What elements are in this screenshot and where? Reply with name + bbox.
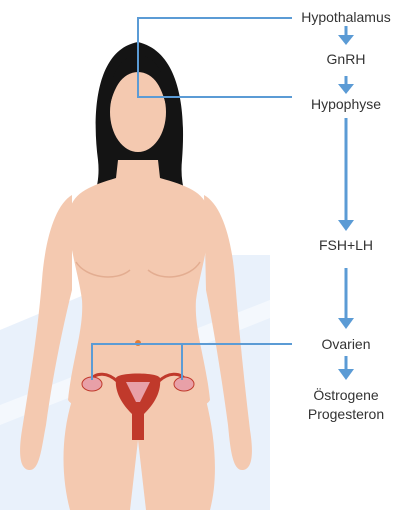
label-oestrogene: Östrogene [296, 387, 396, 404]
label-hypophyse: Hypophyse [296, 96, 396, 113]
label-ovarien: Ovarien [306, 336, 386, 353]
label-progesteron: Progesteron [294, 406, 398, 423]
down-arrow-icon [338, 26, 354, 45]
label-gnrh: GnRH [306, 51, 386, 68]
label-hypothalamus: Hypothalamus [292, 9, 400, 26]
down-arrow-icon [338, 76, 354, 94]
label-fsh-lh: FSH+LH [306, 237, 386, 254]
flow-arrows [338, 26, 354, 380]
ovary-right [174, 377, 194, 391]
down-arrow-icon [338, 356, 354, 380]
down-arrow-icon [338, 118, 354, 231]
down-arrow-icon [338, 268, 354, 329]
